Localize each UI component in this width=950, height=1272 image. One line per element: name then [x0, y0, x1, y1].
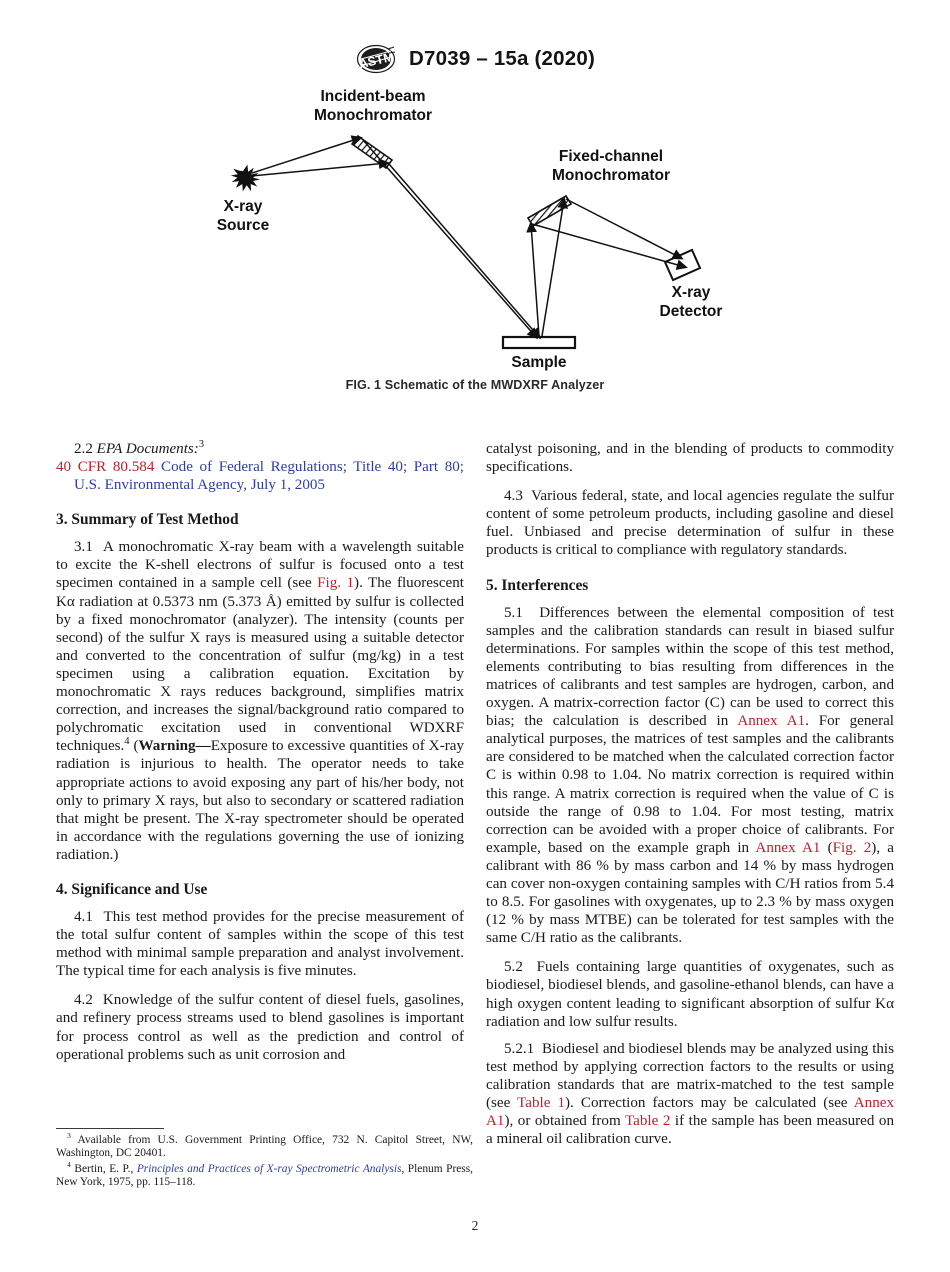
footnotes-block: 3 Available from U.S. Government Printin…	[56, 1128, 473, 1190]
xray-source-symbol	[230, 164, 261, 192]
label-sample: Sample	[511, 354, 567, 371]
right-column: catalyst poisoning, and in the blending …	[486, 440, 894, 1230]
section-5-2-paragraph: 5.2 Fuels containing large quantities of…	[486, 958, 894, 1030]
section-5-2-number: 5.2	[504, 959, 523, 976]
section-5-1-number: 5.1	[504, 604, 523, 621]
link-annex-a1-third[interactable]: Annex A1	[486, 1095, 894, 1130]
section-5-2-1-text-a: Biodiesel and biodiesel blends may be an…	[486, 1040, 895, 1111]
label-xray-detector-line1: X-ray	[672, 284, 711, 301]
section-3-1-text-a: A monochromatic X-ray beam with a wavele…	[56, 539, 464, 592]
section-2-2-title: EPA Documents:	[96, 441, 199, 457]
section-4-3-number: 4.3	[504, 488, 523, 505]
section-4-2-continuation: catalyst poisoning, and in the blending …	[486, 441, 894, 476]
section-5-heading: 5. Interferences	[486, 576, 589, 594]
section-3-1-paragraph: 3.1 A monochromatic X-ray beam with a wa…	[56, 538, 464, 864]
link-fig-2[interactable]: Fig. 2	[832, 839, 872, 856]
section-3-heading: 3. Summary of Test Method	[56, 511, 239, 529]
section-4-2-text: Knowledge of the sulfur content of diese…	[56, 992, 465, 1063]
section-5-2-text: Fuels containing large quantities of oxy…	[486, 959, 895, 1030]
label-xray-detector-line2: Detector	[660, 303, 723, 320]
link-fig-1[interactable]: Fig. 1	[317, 575, 355, 592]
section-3-1-text-c: (	[129, 738, 139, 755]
label-incident-beam-line1: Incident-beam	[320, 88, 425, 105]
section-4-heading: 4. Significance and Use	[56, 880, 208, 898]
page-number: 2	[471, 1218, 479, 1233]
epa-document-reference: 40 CFR 80.584 Code of Federal Regulation…	[56, 458, 464, 494]
sample-holder	[501, 335, 577, 350]
section-4-1-paragraph: 4.1 This test method provides for the pr…	[56, 908, 464, 980]
section-5-2-1-text-b: ). Correction factors may be calculated …	[565, 1095, 854, 1111]
mwdxrf-schematic-diagram: Incident-beam Monochromator Fixed-channe…	[217, 88, 723, 371]
epa-code-link[interactable]: 40 CFR 80.584	[56, 459, 155, 476]
footnote-marker-3: 3	[198, 438, 204, 450]
left-column: 2.2 EPA Documents:3 40 CFR 80.584 Code o…	[56, 438, 464, 1230]
section-2-2-number: 2.2	[74, 441, 93, 457]
section-3-1-text-b: ). The fluorescent Kα radiation at 0.537…	[56, 575, 464, 755]
epa-title-link[interactable]: Code of Federal Regulations; Title 40; P…	[74, 459, 464, 494]
section-5-1-text-c: (	[820, 839, 833, 856]
document-designation: D7039 – 15a (2020)	[409, 47, 595, 70]
footnote-marker-4: 4	[124, 736, 130, 748]
section-5-1-text-d: ), a calibrant with 86 % by mass carbon …	[486, 839, 894, 947]
section-3-1-number: 3.1	[74, 539, 93, 556]
footnote-4-title-link[interactable]: Principles and Practices of X-ray Spectr…	[136, 1162, 402, 1175]
footnote-4: 4 Bertin, E. P., Principles and Practice…	[56, 1160, 474, 1190]
link-table-2[interactable]: Table 2	[624, 1113, 671, 1130]
section-4-3-paragraph: 4.3 Various federal, state, and local ag…	[486, 487, 894, 559]
section-5-1-text-a: Differences between the elemental compos…	[486, 604, 895, 730]
section-4-2-paragraph: 4.2 Knowledge of the sulfur content of d…	[56, 991, 464, 1063]
xray-detector-body	[663, 248, 702, 282]
section-5-1-text-b: . For general analytical purposes, the m…	[486, 713, 894, 856]
section-5-2-1-text-c: ), or obtained from	[504, 1113, 625, 1130]
label-incident-beam-line2: Monochromator	[314, 107, 432, 124]
section-3-1-text-d: Exposure to excessive quantities of X-ra…	[56, 738, 464, 863]
body-columns: 2.2 EPA Documents:3 40 CFR 80.584 Code o…	[0, 438, 950, 1230]
section-5-2-1-text-d: if the sample has been measured on a min…	[486, 1113, 895, 1148]
label-xray-source-line2: Source	[217, 217, 270, 234]
link-annex-a1-second[interactable]: Annex A1	[755, 839, 821, 856]
section-4-2-number: 4.2	[74, 992, 93, 1009]
figure-1-caption: FIG. 1 Schematic of the MWDXRF Analyzer	[345, 378, 605, 392]
footnote-4-prefix: Bertin, E. P.,	[74, 1162, 137, 1175]
section-5-1-paragraph: 5.1 Differences between the elemental co…	[486, 604, 894, 948]
footnote-separator-rule	[56, 1128, 164, 1129]
link-annex-a1-first[interactable]: Annex A1	[737, 713, 806, 730]
footnote-4-marker: 4	[67, 1160, 71, 1170]
footnote-3-marker: 3	[67, 1131, 71, 1141]
warning-label: Warning—	[138, 738, 211, 755]
section-4-1-number: 4.1	[74, 908, 93, 925]
section-5-2-1-paragraph: 5.2.1 Biodiesel and biodiesel blends may…	[486, 1040, 894, 1149]
section-5-2-1-number: 5.2.1	[504, 1040, 535, 1057]
link-table-1[interactable]: Table 1	[517, 1095, 566, 1111]
label-fixed-channel-line2: Monochromator	[552, 167, 670, 184]
footnote-4-suffix: , Plenum Press, New York, 1975, pp. 115–…	[56, 1162, 474, 1189]
section-4-3-text: Various federal, state, and local agenci…	[486, 488, 894, 559]
label-fixed-channel-line1: Fixed-channel	[559, 148, 663, 165]
section-4-1-text: This test method provides for the precis…	[56, 908, 464, 980]
astm-logo-icon: ASTM	[356, 44, 395, 74]
footnote-3: 3 Available from U.S. Government Printin…	[56, 1131, 474, 1161]
footnote-3-text: Available from U.S. Government Printing …	[56, 1134, 474, 1160]
document-header: ASTM D7039 – 15a (2020)	[0, 0, 950, 74]
figure-1: Incident-beam Monochromator Fixed-channe…	[0, 84, 950, 392]
label-xray-source-line1: X-ray	[224, 198, 263, 215]
section-2-2-heading: 2.2 EPA Documents:3	[56, 438, 464, 458]
